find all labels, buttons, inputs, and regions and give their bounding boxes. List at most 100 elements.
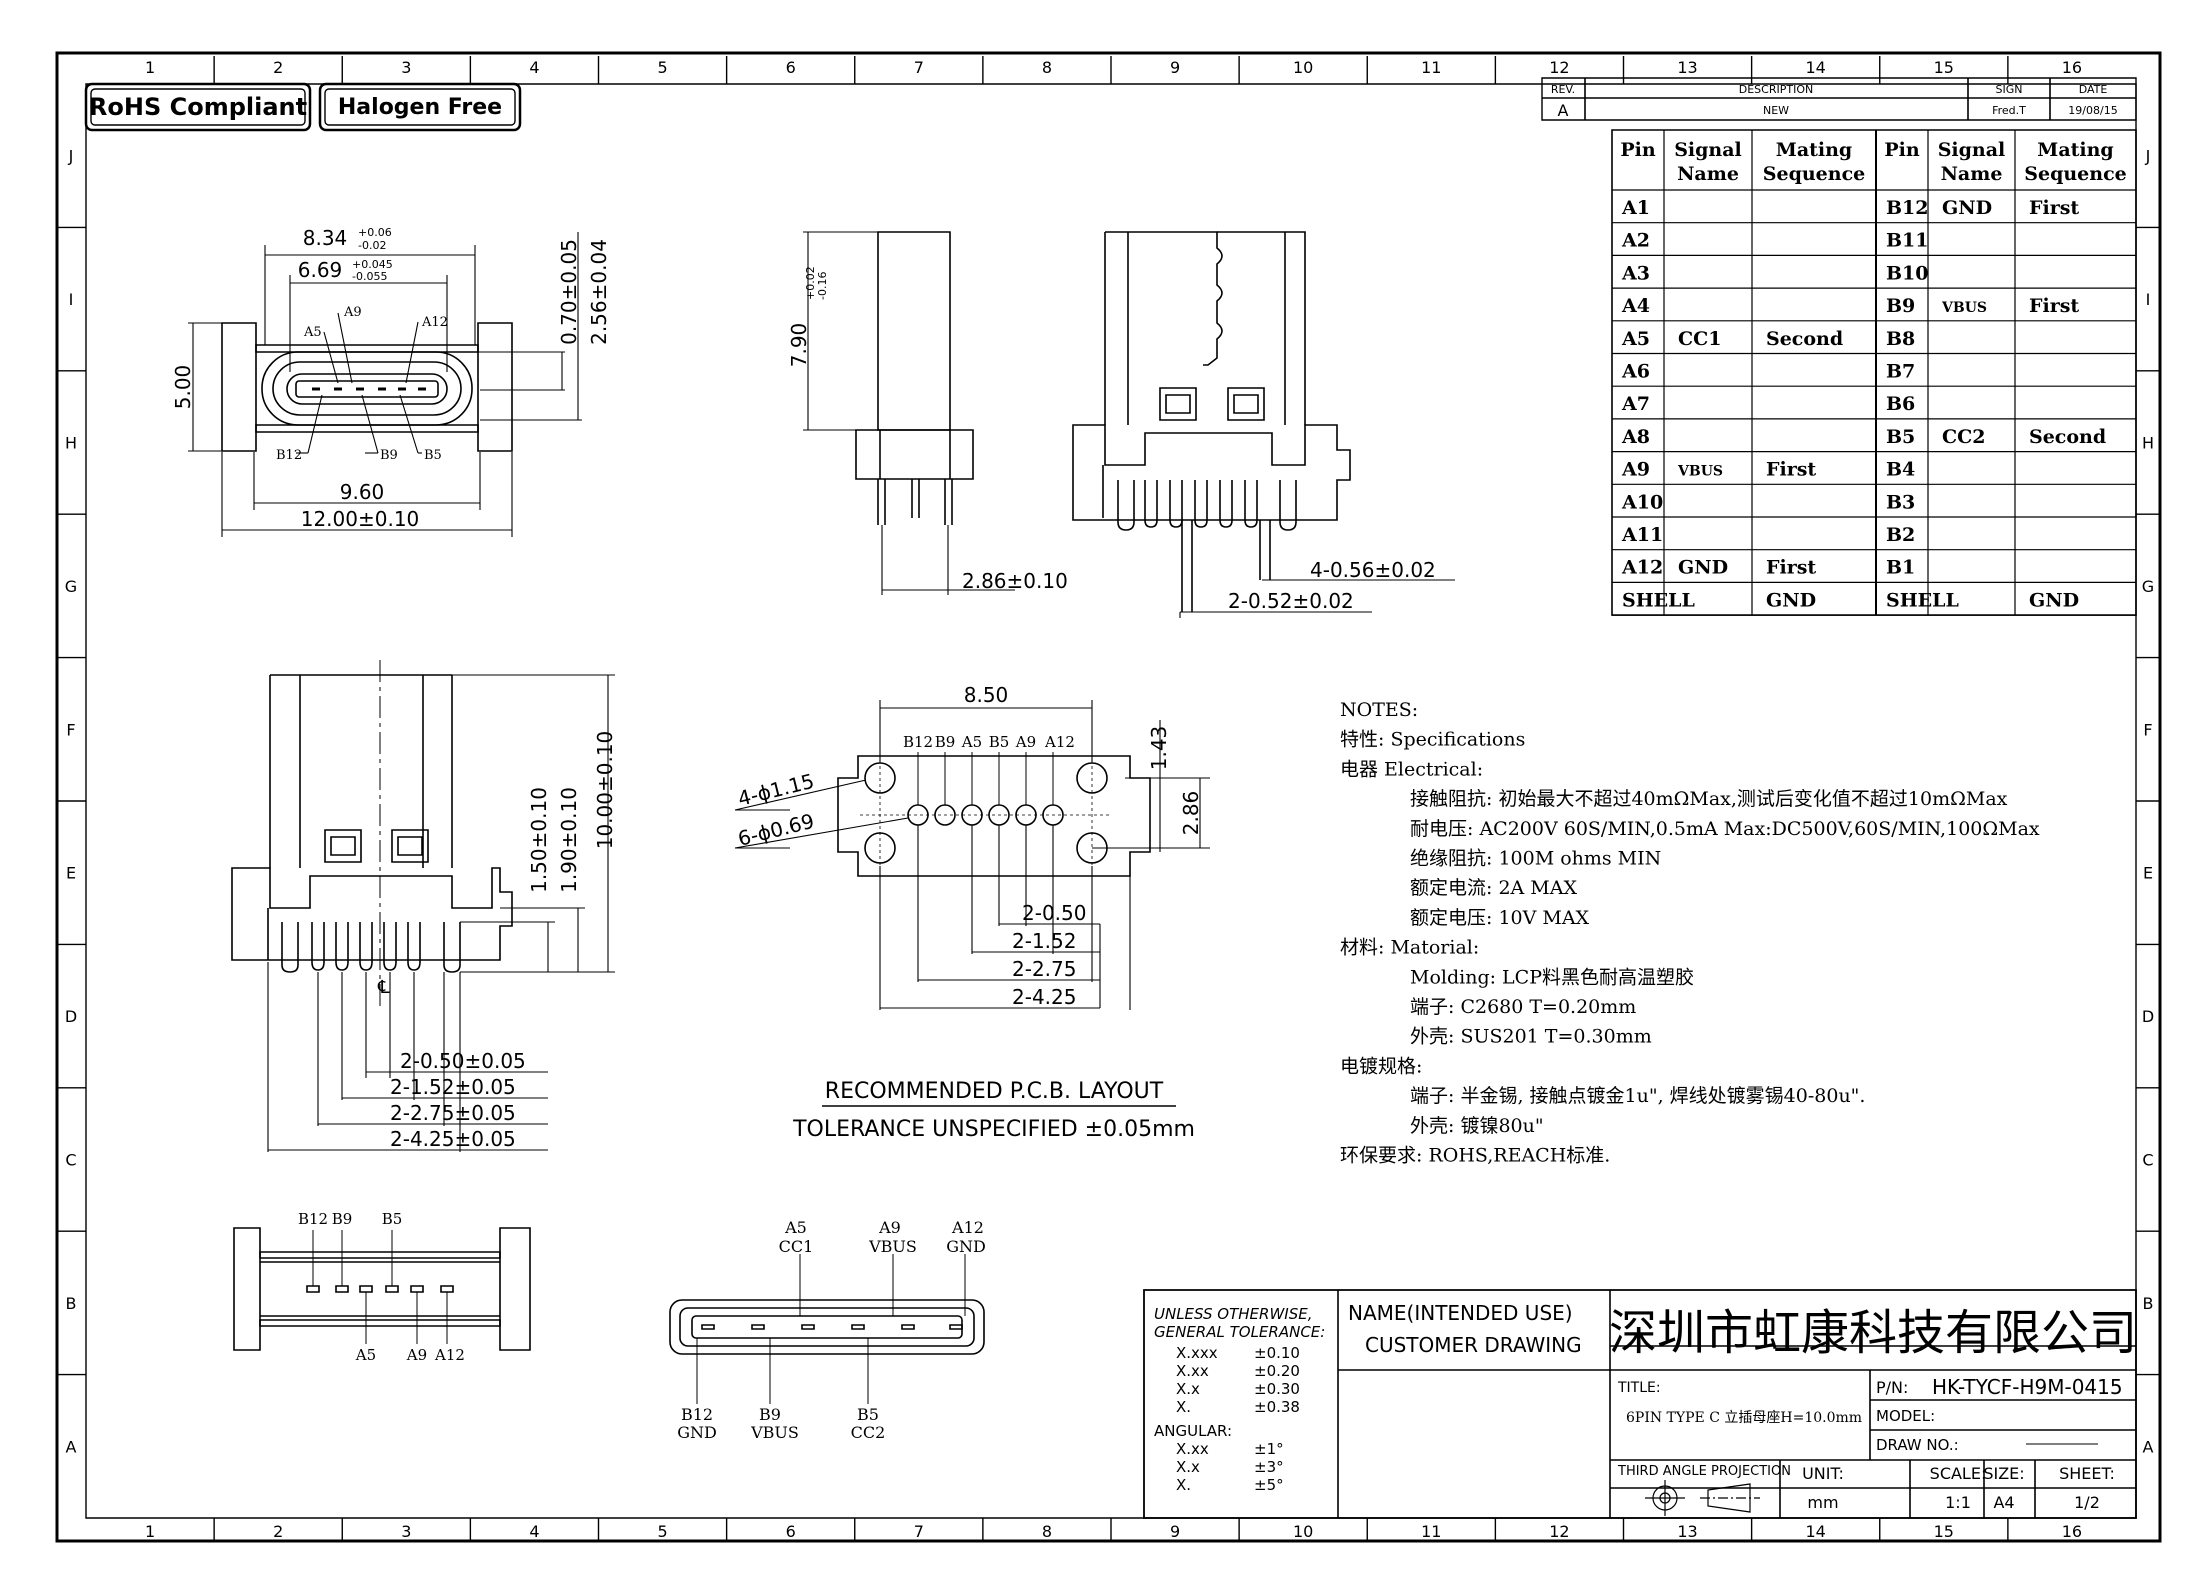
column-label-11: 11 [1421, 58, 1441, 77]
column-label-11: 11 [1421, 1522, 1441, 1541]
pin-table-cell: B4 [1886, 459, 1915, 481]
halogen-badge: Halogen Free [320, 84, 520, 130]
pin-table-cell: First [2029, 197, 2079, 219]
row-label-I: I [2146, 290, 2151, 309]
note-line: 端子: 半金锡, 接触点镀金1u", 焊线处镀雾锡40-80u". [1410, 1085, 1865, 1107]
tb-scale-value: 1:1 [1945, 1493, 1971, 1512]
row-label-G: G [65, 577, 77, 596]
note-line: 电器 Electrical: [1340, 758, 1483, 780]
angular-value: ±1° [1254, 1440, 1284, 1458]
rear-view: 4-0.56±0.02 2-0.52±0.02 [1073, 232, 1455, 618]
dim-669-tol-dn: -0.055 [352, 270, 387, 283]
pcb-pin-label-a12: A12 [1044, 733, 1075, 751]
pin-table-cell: A4 [1621, 295, 1650, 317]
row-label-J: J [2145, 147, 2151, 166]
bm-b9: B9 [759, 1405, 781, 1424]
tb-size-value: A4 [1993, 1493, 2014, 1512]
column-label-14: 14 [1806, 1522, 1826, 1541]
tb-unless: UNLESS OTHERWISE, [1154, 1305, 1312, 1323]
bm-cc1: CC1 [779, 1237, 814, 1256]
dim-960: 9.60 [340, 480, 385, 504]
tb-sheet-value: 1/2 [2074, 1493, 2100, 1512]
pin-table-cell: A2 [1621, 230, 1650, 252]
tb-sheet-label: SHEET: [2059, 1464, 2115, 1483]
pin-table-cell: A10 [1621, 491, 1663, 513]
dim-143: 1.43 [1147, 726, 1171, 771]
pin-table-cell: B6 [1886, 393, 1915, 415]
bl-bot-a9: A9 [406, 1346, 427, 1364]
pin-table-cell: GND [1678, 557, 1728, 579]
dim-790-tol-up: +0.02 [804, 266, 817, 300]
row-label-D: D [2142, 1007, 2154, 1026]
label-a9: A9 [343, 305, 362, 320]
pin-table-cell: B7 [1886, 361, 1915, 383]
dim-1000: 10.00±0.10 [593, 731, 617, 850]
pin-table-cell: B5 [1886, 426, 1915, 448]
pcb-pin-label-a5: A5 [961, 733, 982, 751]
column-label-15: 15 [1934, 1522, 1954, 1541]
row-label-I: I [69, 290, 74, 309]
row-label-J: J [68, 147, 74, 166]
tolerance-key: X.xx [1176, 1362, 1209, 1380]
tolerance-value: ±0.20 [1254, 1362, 1300, 1380]
front-main-view: ℄ 1.50±0.10 1.90±0.10 10.00±0.10 2-0.50±… [232, 660, 617, 1152]
date-header: DATE [2079, 83, 2108, 96]
pin-table-cell: A3 [1621, 262, 1650, 284]
center-mark: ℄ [377, 977, 390, 998]
tb-draw-label: DRAW NO.: [1876, 1436, 1959, 1454]
pin-table-cell: A7 [1621, 393, 1650, 415]
note-line: Molding: LCP料黑色耐高温塑胶 [1410, 966, 1694, 988]
pin-table-cell: First [1766, 557, 1816, 579]
pin-table-cell: B3 [1886, 491, 1915, 513]
column-label-2: 2 [273, 58, 283, 77]
column-label-5: 5 [657, 1522, 667, 1541]
date-value: 19/08/15 [2068, 104, 2117, 117]
note-line: 电镀规格: [1340, 1055, 1422, 1077]
tb-name-line2: CUSTOMER DRAWING [1365, 1333, 1582, 1357]
column-label-7: 7 [914, 1522, 924, 1541]
tolerance-value: ±0.38 [1254, 1398, 1300, 1416]
note-line: 绝缘阻抗: 100M ohms MIN [1410, 848, 1661, 870]
pin-table-cell: A1 [1621, 197, 1650, 219]
sign-value: Fred.T [1992, 104, 2026, 117]
column-label-10: 10 [1293, 58, 1313, 77]
dim-190: 1.90±0.10 [557, 787, 581, 893]
note-line: 外壳: 镀镍80u" [1410, 1115, 1544, 1137]
rohs-text: RoHS Compliant [89, 93, 307, 121]
tb-pn-value: HK-TYCF-H9M-0415 [1932, 1375, 2123, 1399]
dim-056: 4-0.56±0.02 [1310, 558, 1436, 582]
pin-table-cell: B11 [1886, 230, 1929, 252]
label-b12: B12 [276, 448, 302, 463]
column-label-13: 13 [1677, 1522, 1697, 1541]
tb-unit-value: mm [1807, 1493, 1838, 1512]
tb-size-label: SIZE: [1983, 1464, 2024, 1483]
dim-050: 2-0.50±0.05 [400, 1049, 526, 1073]
tolerance-value: ±0.10 [1254, 1344, 1300, 1362]
pcb-pin-label-b5: B5 [989, 733, 1010, 751]
revision-block: REV. DESCRIPTION SIGN DATE A NEW Fred.T … [1542, 78, 2136, 120]
note-line: 材料: Matorial: [1340, 937, 1479, 959]
label-a12: A12 [421, 315, 448, 330]
column-label-8: 8 [1042, 1522, 1052, 1541]
bm-b12: B12 [681, 1405, 713, 1424]
tb-projection: THIRD ANGLE PROJECTION [1617, 1464, 1791, 1479]
pin-table-cell: A5 [1621, 328, 1650, 350]
rev-value: A [1558, 101, 1569, 120]
angular-key: X.xx [1176, 1440, 1209, 1458]
row-label-C: C [65, 1151, 76, 1170]
pin-table-cell: First [1766, 459, 1816, 481]
column-label-3: 3 [401, 58, 411, 77]
tolerance-key: X. [1176, 1398, 1191, 1416]
tolerance-value: ±0.30 [1254, 1380, 1300, 1398]
column-labels: 1122334455667788991010111112121313141415… [145, 58, 2082, 1541]
bl-bot-a5: A5 [355, 1346, 376, 1364]
row-label-E: E [2143, 864, 2153, 883]
dim-669: 6.69 [298, 258, 343, 282]
bottom-view-left: B12 B9 B5 A5 A9 A12 [234, 1210, 530, 1364]
angular-key: X. [1176, 1476, 1191, 1494]
